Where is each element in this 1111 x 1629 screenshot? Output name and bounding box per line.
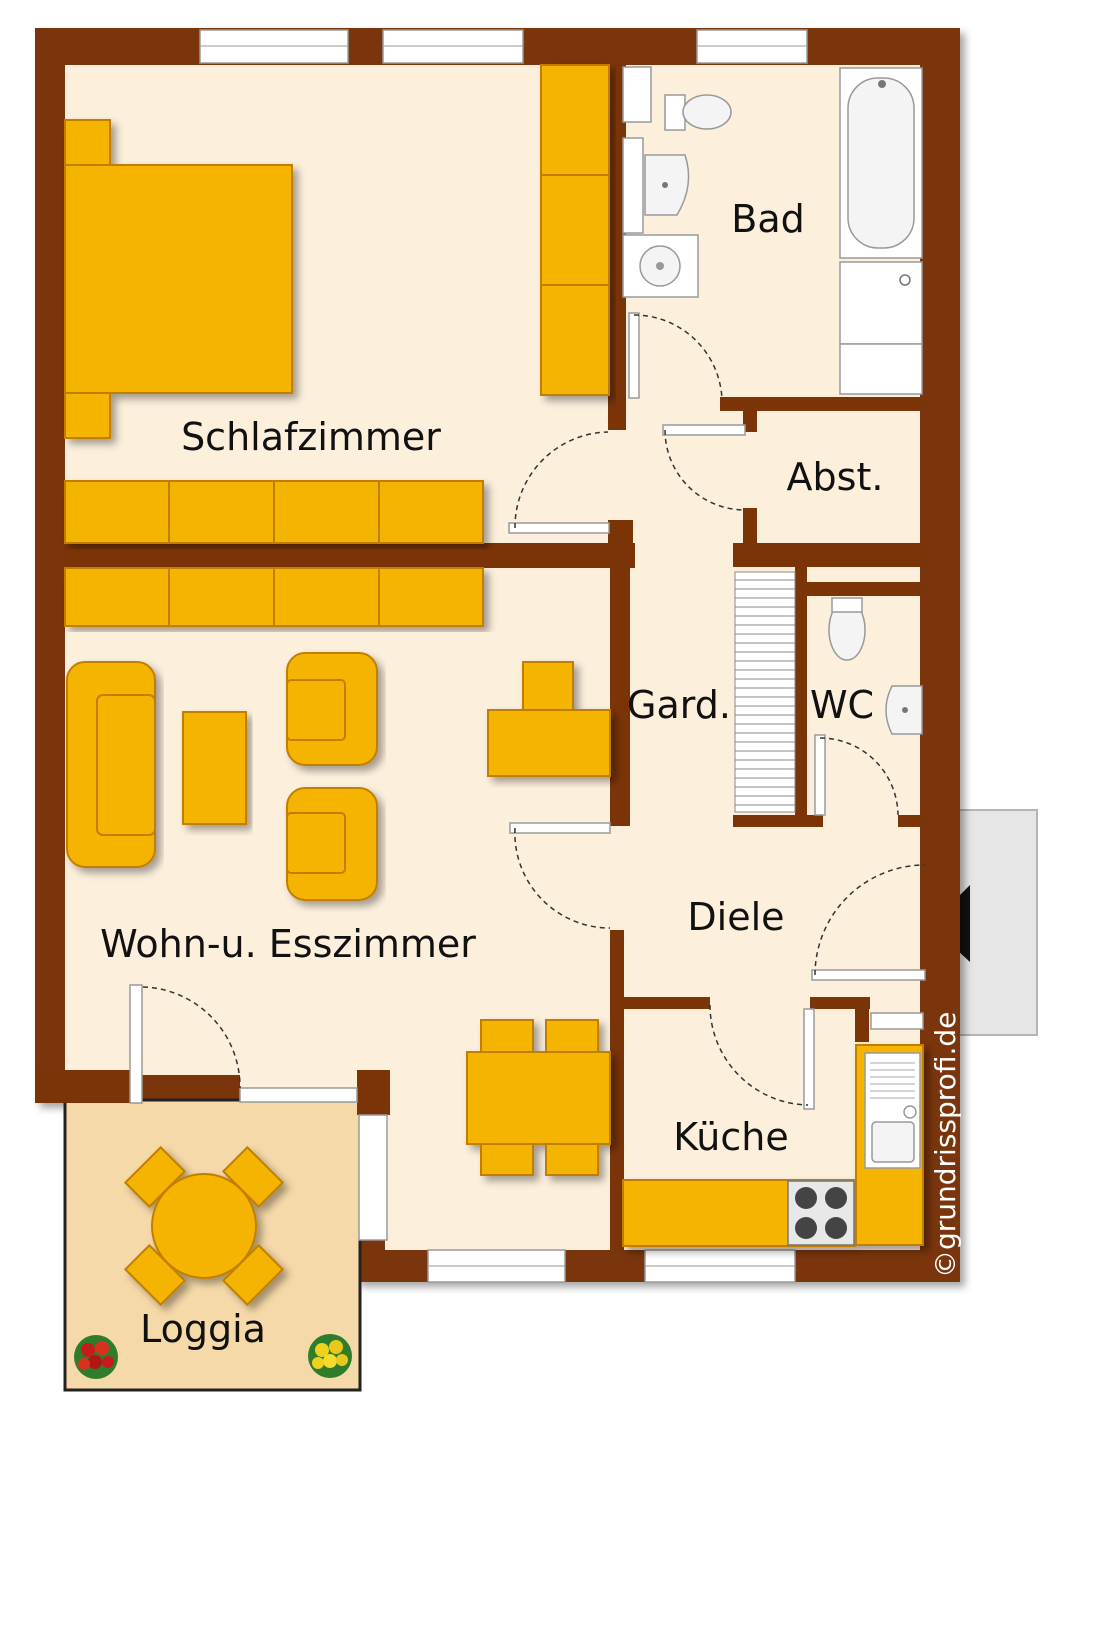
flower-yellow-icon	[308, 1334, 352, 1378]
room-label-bad: Bad	[731, 197, 804, 241]
armchair-top	[286, 652, 378, 766]
bed	[64, 119, 293, 439]
copyright-text: ©grundrissprofi.de	[929, 1012, 962, 1278]
room-label-diele: Diele	[687, 895, 784, 939]
washing-machine-icon	[622, 234, 699, 298]
dining-table	[466, 1019, 611, 1176]
room-label-wc: WC	[810, 683, 874, 727]
wardrobe-bedroom-bottom	[64, 480, 484, 544]
stove-icon	[787, 1180, 855, 1246]
toilet-bath-icon	[622, 66, 732, 131]
flower-red-icon	[74, 1335, 118, 1379]
staircase	[734, 571, 796, 813]
wardrobe-bedroom-right	[540, 64, 610, 396]
sink-wc-icon	[885, 685, 923, 735]
room-label-gard: Gard.	[627, 683, 731, 727]
toilet-wc-icon	[828, 597, 866, 661]
loggia-table-set	[123, 1145, 285, 1307]
room-label-kueche: Küche	[673, 1115, 788, 1159]
desk	[487, 661, 611, 777]
sofa	[66, 661, 156, 868]
kitchen-sink-icon	[864, 1052, 921, 1169]
sink-bath-icon	[622, 137, 690, 234]
bathtub	[839, 67, 923, 259]
windows	[129, 29, 808, 1283]
interior-walls	[65, 65, 925, 1250]
shower	[839, 261, 923, 395]
room-label-wohn: Wohn-u. Esszimmer	[100, 922, 476, 966]
room-label-loggia: Loggia	[140, 1307, 266, 1351]
armchair-bottom	[286, 787, 378, 901]
room-label-schlafzimmer: Schlafzimmer	[181, 415, 441, 459]
room-label-abst: Abst.	[787, 455, 884, 499]
doors	[142, 312, 926, 1110]
coffee-table	[182, 711, 247, 825]
wardrobe-living-top	[64, 567, 484, 627]
